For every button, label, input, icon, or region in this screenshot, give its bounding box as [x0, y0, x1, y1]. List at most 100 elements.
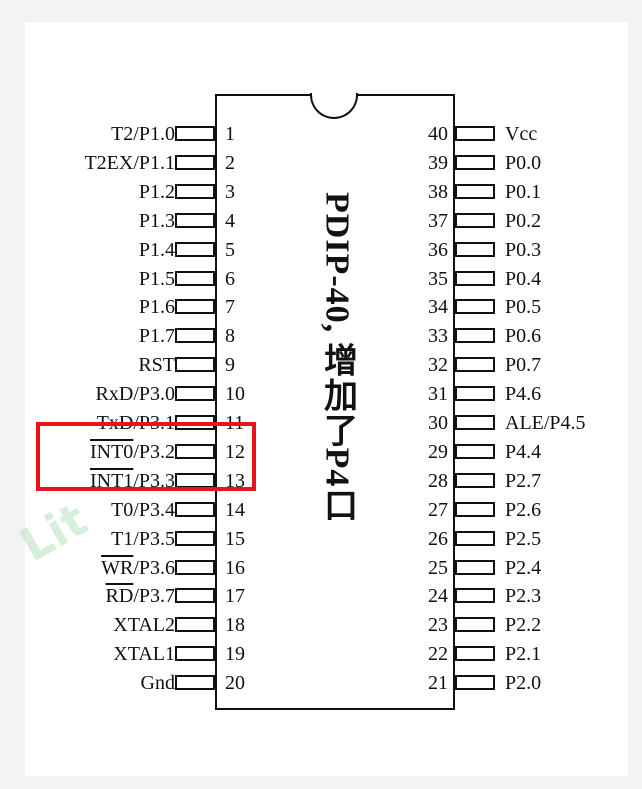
pin-33-number: 33: [428, 325, 448, 348]
pin-16-active-low: WR: [101, 556, 134, 579]
pin-10-lead: [175, 386, 215, 402]
pin-24-name: P2.3: [505, 585, 542, 608]
pin-28-lead: [455, 472, 495, 488]
pin-9-lead: [175, 357, 215, 373]
pin-25-number: 25: [428, 556, 448, 579]
pin-34-number: 34: [428, 296, 448, 319]
chip-label: PDIP-40, 增加了P4口: [318, 192, 356, 523]
pin-15-name: T1/P3.5: [111, 527, 175, 550]
pin-10-name: RxD/P3.0: [95, 383, 175, 406]
pin-19-name: XTAL1: [113, 643, 175, 666]
pin-22-lead: [455, 646, 495, 662]
pin-9-name: RST: [138, 354, 175, 377]
pin-6-lead: [175, 270, 215, 286]
pin-20-name: Gnd: [140, 672, 175, 695]
pin-7-name: P1.6: [138, 296, 175, 319]
pin-14-lead: [175, 501, 215, 517]
pin-30-number: 30: [428, 412, 448, 434]
pin-18-name: XTAL2: [113, 614, 175, 637]
pin-25-lead: [455, 559, 495, 575]
pin-22-number: 22: [428, 643, 448, 666]
pin1-notch: [310, 93, 358, 119]
pin-16-port: /P3.6: [133, 556, 175, 579]
pin-2-name: T2EX/P1.1: [84, 151, 175, 174]
pin-16-name: WR/P3.6: [101, 558, 175, 578]
pin-10-number: 10: [225, 383, 245, 406]
pin-25-name: P2.4: [505, 556, 542, 579]
pin-16-lead: [175, 559, 215, 575]
pin-23-number: 23: [428, 614, 448, 637]
pin-38-name: P0.1: [505, 180, 542, 203]
pin-40-lead: [455, 126, 495, 141]
pin-27-number: 27: [428, 498, 448, 521]
highlight-box: [36, 422, 256, 491]
pin-26-lead: [455, 530, 495, 546]
pin-39-lead: [455, 154, 495, 170]
pin-23-name: P2.2: [505, 614, 542, 637]
pin-22-name: P2.1: [505, 643, 542, 666]
pin-8-name: P1.7: [138, 325, 175, 348]
pin-27-lead: [455, 501, 495, 517]
pin-37-name: P0.2: [505, 209, 542, 232]
pin-33-lead: [455, 328, 495, 344]
pin-36-number: 36: [428, 238, 448, 261]
pin-20-lead: [175, 675, 215, 691]
pin-9-number: 9: [225, 354, 235, 377]
pin-21-lead: [455, 675, 495, 691]
pin-39-number: 39: [428, 151, 448, 174]
pin-17-lead: [175, 588, 215, 604]
pin-14-number: 14: [225, 498, 245, 521]
pin-5-number: 5: [225, 238, 235, 261]
pin-29-number: 29: [428, 440, 448, 463]
pin-21-number: 21: [428, 672, 448, 695]
pin-29-lead: [455, 443, 495, 459]
pin-32-number: 32: [428, 354, 448, 377]
pin-26-name: P2.5: [505, 527, 542, 550]
pin-3-name: P1.2: [138, 180, 175, 203]
pin-3-lead: [175, 183, 215, 199]
pin-2-lead: [175, 154, 215, 170]
pin-13-lead: [175, 472, 215, 488]
pin-12-lead: [175, 443, 215, 459]
pin-15-number: 15: [225, 527, 245, 550]
pin-31-number: 31: [428, 383, 448, 406]
pin-32-name: P0.7: [505, 354, 542, 377]
pin-3-number: 3: [225, 180, 235, 203]
pin-1-name: T2/P1.0: [111, 123, 175, 145]
pin-5-name: P1.4: [138, 238, 175, 261]
pin-36-name: P0.3: [505, 238, 542, 261]
pin-8-lead: [175, 328, 215, 344]
pin-35-number: 35: [428, 267, 448, 290]
pin-28-name: P2.7: [505, 469, 542, 492]
pin-7-lead: [175, 299, 215, 315]
ic-package: PDIP-40, 增加了P4口: [215, 93, 455, 710]
pin-18-lead: [175, 617, 215, 633]
pin-18-number: 18: [225, 614, 245, 637]
pin-12-port: /P3.2: [133, 440, 175, 463]
pin-35-lead: [455, 270, 495, 286]
pin-6-name: P1.5: [138, 267, 175, 290]
pin-31-lead: [455, 386, 495, 402]
pin-34-lead: [455, 299, 495, 315]
pin-28-number: 28: [428, 469, 448, 492]
pin-17-port: /P3.7: [133, 585, 175, 608]
pin-6-number: 6: [225, 267, 235, 290]
pin-34-name: P0.5: [505, 296, 542, 319]
pin-24-lead: [455, 588, 495, 604]
pin-8-number: 8: [225, 325, 235, 348]
pin-38-lead: [455, 183, 495, 199]
pin-40-number: 40: [428, 123, 448, 145]
pin-2-number: 2: [225, 151, 235, 174]
pin-37-lead: [455, 212, 495, 228]
pin-19-lead: [175, 646, 215, 662]
pin-35-name: P0.4: [505, 267, 542, 290]
pin-38-number: 38: [428, 180, 448, 203]
pin-32-lead: [455, 357, 495, 373]
pin-17-number: 17: [225, 585, 245, 608]
pin-29-name: P4.4: [505, 440, 542, 463]
pin-5-lead: [175, 241, 215, 257]
pin-21-name: P2.0: [505, 672, 542, 695]
pin-1-number: 1: [225, 123, 235, 145]
pin-15-lead: [175, 530, 215, 546]
pin-4-name: P1.3: [138, 209, 175, 232]
